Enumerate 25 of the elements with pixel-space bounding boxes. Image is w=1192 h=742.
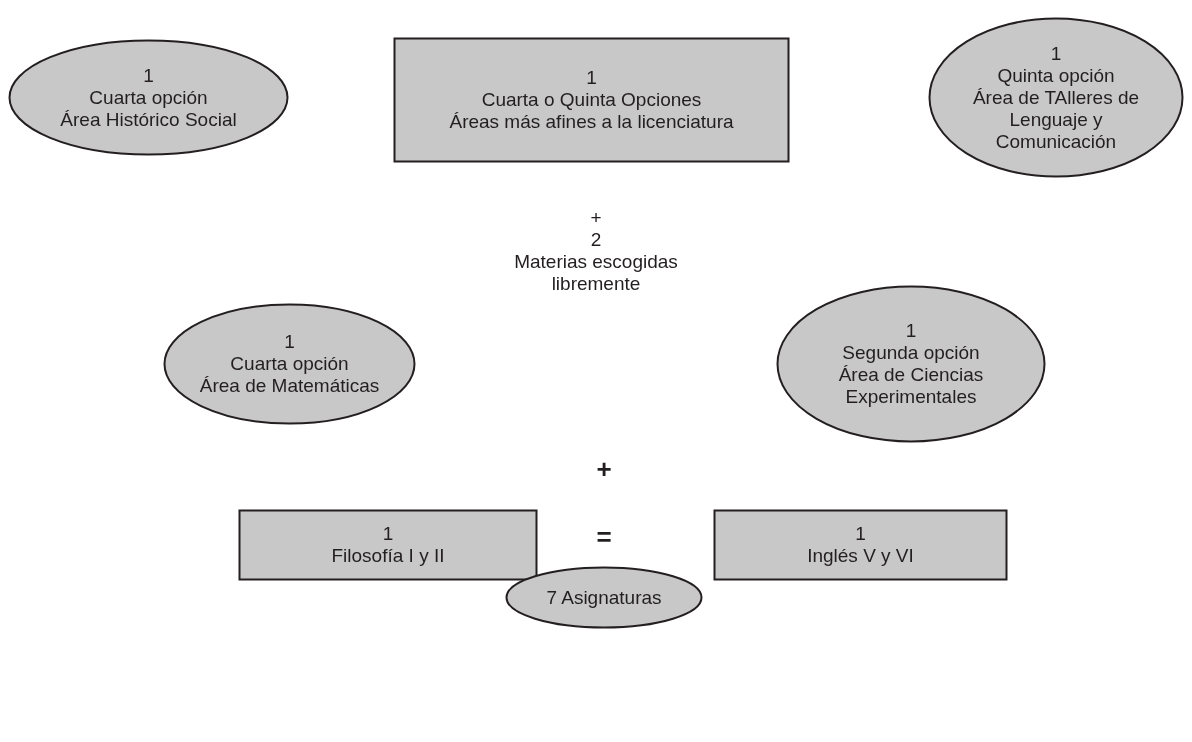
- node-text: 7 Asignaturas: [546, 586, 662, 609]
- plain-text: Materias escogidas libremente: [513, 251, 679, 295]
- node-text: 1: [382, 523, 394, 545]
- node-text: 1: [586, 67, 597, 89]
- node-text: 1: [1050, 42, 1062, 65]
- node-text: Filosofía I y II: [331, 545, 445, 567]
- node-text: Cuarta opción: [89, 86, 208, 109]
- node-text: 1: [143, 64, 154, 87]
- node-text: Inglés V y VI: [807, 545, 914, 567]
- node-text: 1: [855, 523, 866, 545]
- operator-sign: +: [595, 458, 613, 480]
- node-text: Segunda opción: [842, 342, 980, 364]
- node-text: Quinta opción: [997, 64, 1115, 86]
- plain-text: +: [589, 207, 603, 229]
- node-text: Áreas más afines a la licenciatura: [449, 111, 734, 133]
- node-text: Área de Ciencias Experimentales: [837, 364, 985, 408]
- operator-sign: =: [595, 526, 613, 548]
- node-text: 1: [284, 331, 295, 353]
- plain-text: 2: [589, 229, 603, 251]
- node-text: Cuarta opción: [230, 353, 349, 375]
- node-text: 1: [905, 320, 917, 342]
- node-text: Área de TAlleres de Lenguaje y Comunicación: [971, 86, 1141, 153]
- node-text: Área Histórico Social: [60, 108, 237, 131]
- node-text: Cuarta o Quinta Opciones: [481, 89, 702, 111]
- node-text: Área de Matemáticas: [199, 375, 380, 397]
